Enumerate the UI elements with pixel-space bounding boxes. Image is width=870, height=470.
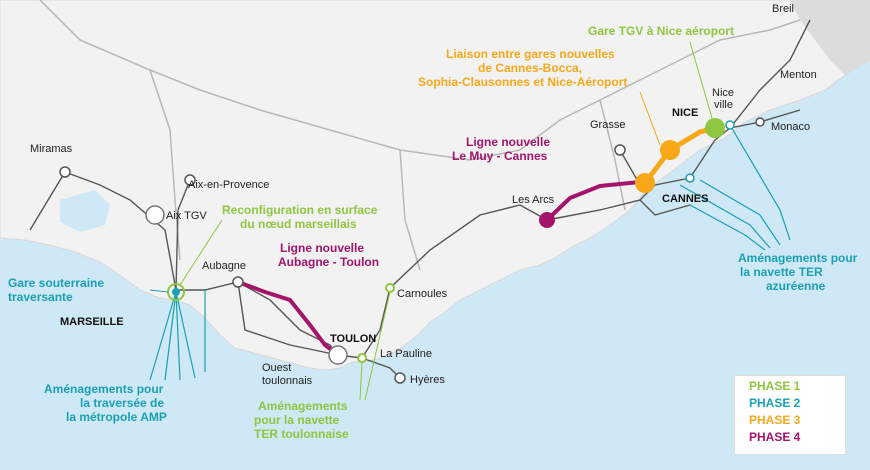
italy-region xyxy=(790,0,870,75)
station-sophia xyxy=(660,140,680,160)
station-aix-tgv xyxy=(145,205,165,225)
legend-phase-4: PHASE 4 xyxy=(749,430,801,444)
ann-gare-tgv-nice: Gare TGV à Nice aéroport xyxy=(588,24,734,38)
station-carnoules xyxy=(385,283,395,293)
legend: PHASE 1 PHASE 2 PHASE 3 PHASE 4 xyxy=(734,375,846,455)
label-ouest-2: toulonnais xyxy=(262,375,313,387)
station-toulon xyxy=(328,345,348,365)
label-nice: NICE xyxy=(672,107,698,119)
station-aix xyxy=(184,174,196,186)
legend-phase-1: PHASE 1 xyxy=(749,379,801,393)
leader-gare-sout xyxy=(149,289,169,293)
ann-liaison-3: Sophia-Clausonnes et Nice-Aéroport xyxy=(418,75,627,89)
label-grasse: Grasse xyxy=(590,119,625,131)
station-les-arcs xyxy=(539,212,555,228)
station-cannes xyxy=(685,173,695,183)
label-aix-tgv: Aix TGV xyxy=(166,210,207,222)
ann-gare-sout-1: Gare souterraine xyxy=(8,276,104,290)
leader-liaison xyxy=(639,91,661,146)
ligne-muy-cannes xyxy=(545,180,641,222)
ann-tl-1: Aménagements xyxy=(258,399,348,413)
ann-gare-sout-2: traversante xyxy=(8,290,73,304)
etang-de-berre xyxy=(60,190,110,232)
station-monaco xyxy=(755,117,765,127)
ann-aubagne-1: Ligne nouvelle xyxy=(280,241,364,255)
station-hyeres xyxy=(394,372,406,384)
legend-phase-3: PHASE 3 xyxy=(749,413,801,427)
leader-tl xyxy=(359,361,363,401)
ann-amp-1: Aménagements pour xyxy=(44,382,164,396)
ann-aubagne-2: Aubagne - Toulon xyxy=(278,255,379,269)
label-carnoules: Carnoules xyxy=(397,288,448,300)
label-menton: Menton xyxy=(780,69,817,81)
legend-phase-2: PHASE 2 xyxy=(749,396,801,410)
label-breil: Breil xyxy=(772,3,794,15)
station-nice-ville xyxy=(725,120,735,130)
ann-az-2: la navette TER xyxy=(740,265,823,279)
leader-reconf xyxy=(179,219,223,286)
ann-amp-3: la métropole AMP xyxy=(66,410,167,424)
leader-gare-tgv xyxy=(689,41,713,119)
label-monaco: Monaco xyxy=(771,121,810,133)
ann-az-3: azuréenne xyxy=(766,279,826,293)
label-la-pauline: La Pauline xyxy=(380,348,432,360)
ann-az-1: Aménagements pour xyxy=(738,251,858,265)
ligne-aubagne-toulon xyxy=(237,280,340,357)
ann-reconf-2: du nœud marseillais xyxy=(240,217,357,231)
station-marseille-core xyxy=(172,288,180,296)
station-nice-aeroport xyxy=(705,118,725,138)
station-cannes-bocca xyxy=(635,173,655,193)
ann-liaison-2: de Cannes-Bocca, xyxy=(478,61,582,75)
ann-liaison-1: Liaison entre gares nouvelles xyxy=(446,47,615,61)
label-hyeres: Hyères xyxy=(410,374,445,386)
ann-reconf-1: Reconfiguration en surface xyxy=(222,203,378,217)
ann-amp-2: la traversée de xyxy=(80,396,164,410)
ann-tl-2: pour la navette xyxy=(254,413,340,427)
ann-muy-1: Ligne nouvelle xyxy=(466,135,550,149)
station-la-pauline xyxy=(357,353,367,363)
label-les-arcs: Les Arcs xyxy=(512,194,555,206)
label-nice-ville-1: Nice xyxy=(712,87,734,99)
label-aubagne: Aubagne xyxy=(202,260,246,272)
label-aix: Aix-en-Provence xyxy=(188,179,269,191)
phase2-fan-lines xyxy=(149,124,791,381)
label-miramas: Miramas xyxy=(30,143,73,155)
label-nice-ville-2: ville xyxy=(714,99,733,111)
label-marseille: MARSEILLE xyxy=(60,316,124,328)
station-grasse xyxy=(614,144,626,156)
station-aubagne xyxy=(232,276,244,288)
ann-tl-3: TER toulonnaise xyxy=(254,427,349,441)
station-miramas xyxy=(59,166,71,178)
label-ouest-1: Ouest xyxy=(262,362,291,374)
leader-tl-2 xyxy=(364,291,391,401)
label-toulon: TOULON xyxy=(330,333,376,345)
label-cannes: CANNES xyxy=(662,193,708,205)
ann-muy-2: Le Muy - Cannes xyxy=(452,149,548,163)
